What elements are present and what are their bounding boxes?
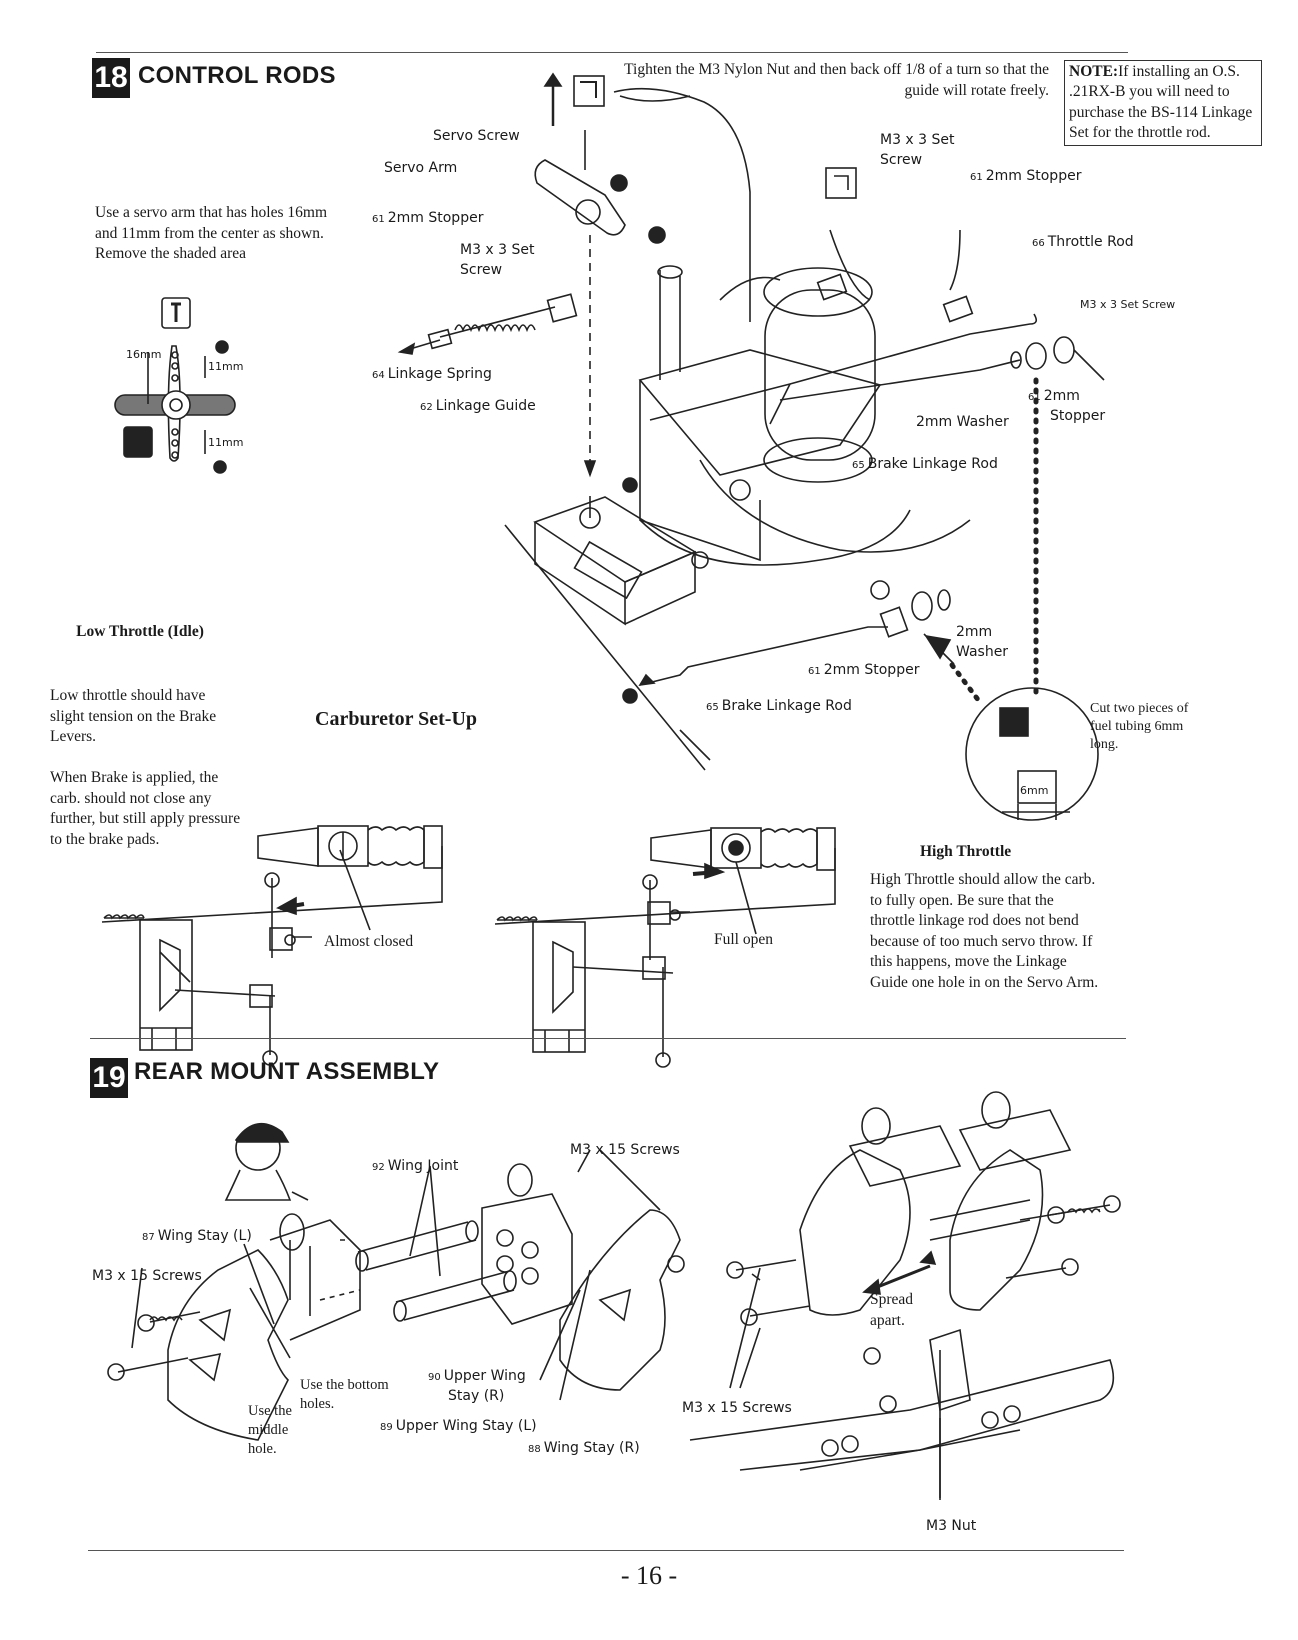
label-6mm: 6mm	[1020, 784, 1049, 797]
label-2mm-washer-b: 2mm	[956, 624, 993, 640]
step-number-18: 18	[92, 58, 130, 98]
tool-icon-cutter	[123, 426, 153, 458]
page-number: - 16 -	[620, 1561, 678, 1590]
low-throttle-title: Low Throttle (Idle)	[76, 623, 204, 640]
top-rule	[96, 52, 1128, 53]
section-title-rear-mount: REAR MOUNT ASSEMBLY	[134, 1058, 440, 1085]
label-dim-11mm-a: 11mm	[208, 360, 244, 373]
upper-wing-stays	[481, 1163, 573, 1325]
label-2mm-washer-a: 2mm Washer	[916, 414, 1009, 430]
full-open-diagram	[494, 827, 836, 1068]
spread-apart-note: Spread apart.	[870, 1291, 914, 1329]
use-middle-hole-note: Use the middle hole.	[248, 1403, 292, 1457]
note-text: If installing an O.S. .21RX-B you will n…	[1069, 63, 1253, 142]
almost-closed-label: Almost closed	[324, 933, 414, 950]
tool-icon-t	[161, 297, 191, 329]
label-dim-16mm: 16mm	[126, 348, 162, 361]
carburetor-setup-title: Carburetor Set-Up	[315, 708, 478, 730]
label-m3x15-b: M3 x 15 Screws	[92, 1268, 202, 1284]
label-servo-screw: Servo Screw	[433, 128, 520, 144]
tighten-note: Tighten the M3 Nylon Nut and then back o…	[624, 61, 1049, 99]
label-set-screw-a2: Screw	[460, 262, 503, 278]
brake-applied-text: When Brake is applied, the carb. should …	[50, 769, 241, 848]
label-servo-arm: Servo Arm	[384, 160, 458, 176]
tool-number-15: 15	[828, 182, 844, 195]
label-m3-nut: M3 Nut	[926, 1518, 977, 1534]
tool-icon-nut	[573, 75, 605, 107]
label-2mm-washer-b2: Washer	[956, 644, 1009, 660]
low-throttle-text: Low throttle should have slight tension …	[50, 687, 217, 745]
high-throttle-title: High Throttle	[920, 843, 1012, 860]
bottom-rule	[88, 1550, 1124, 1551]
section-divider	[90, 1038, 1126, 1039]
label-m3x15-a: M3 x 15 Screws	[570, 1142, 680, 1158]
label-dim-11mm-b: 11mm	[208, 436, 244, 449]
label-set-screw-c: M3 x 3 Set Screw	[1080, 298, 1176, 311]
servo-arm-instruction: Use a servo arm that has holes 16mm and …	[95, 204, 328, 262]
servo-arm-outline	[167, 345, 181, 462]
mascot-figure	[224, 1122, 309, 1201]
label-set-screw-b2: Screw	[880, 152, 923, 168]
label-m3x15-c: M3 x 15 Screws	[682, 1400, 792, 1416]
high-throttle-text: High Throttle should allow the carb. to …	[870, 871, 1099, 991]
note-box: NOTE:If installing an O.S. .21RX-B you w…	[1064, 60, 1262, 146]
label-2mm-stopper-c2: Stopper	[1050, 408, 1106, 424]
note-label: NOTE:	[1069, 63, 1119, 80]
use-bottom-holes-note: Use the bottom holes.	[300, 1377, 389, 1412]
section-title-control-rods: CONTROL RODS	[138, 62, 336, 89]
rear-mount-assembly	[689, 1091, 1115, 1498]
label-set-screw-b: M3 x 3 Set	[880, 132, 955, 148]
step-number-19: 19	[90, 1058, 128, 1098]
wing-stay-right-left-panel	[559, 1209, 685, 1391]
low-throttle-diagram	[101, 825, 443, 1066]
wing-stay-left	[167, 1213, 361, 1441]
label-set-screw-a: M3 x 3 Set	[460, 242, 535, 258]
fuel-tubing-note: Cut two pieces of fuel tubing 6mm long.	[1090, 701, 1189, 752]
full-open-label: Full open	[714, 931, 773, 948]
label-upper-wing-stay-r2: Stay (R)	[448, 1388, 505, 1404]
